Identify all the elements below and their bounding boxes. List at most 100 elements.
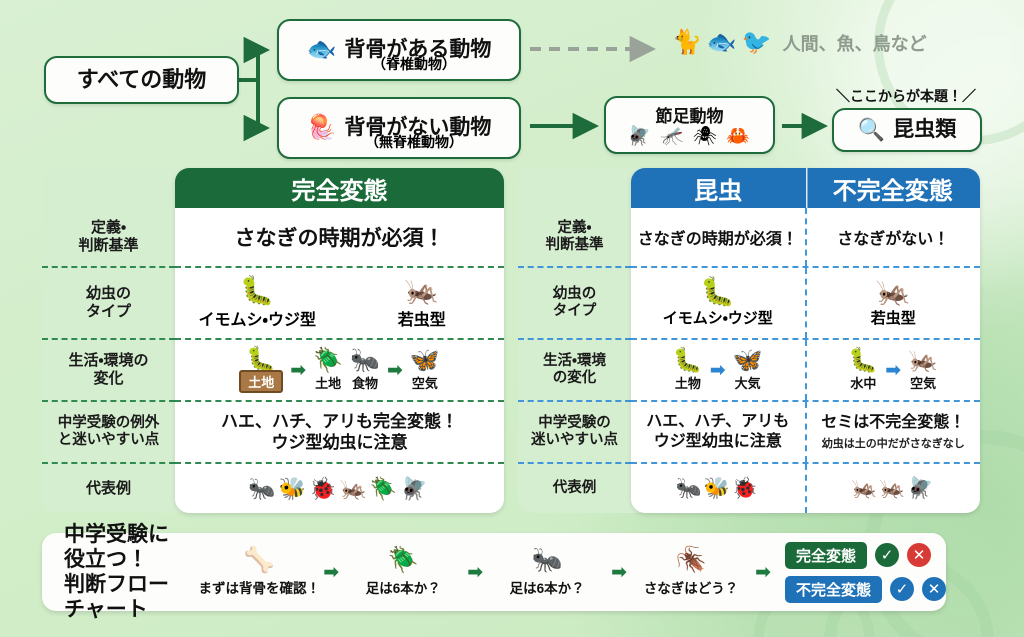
insects-callout-tag: ＼ここからが本題！／ <box>836 88 976 104</box>
note-main: セミは不完全変態！ <box>821 413 966 431</box>
node-arthropod[interactable]: 節足動物 🪰 🦟 🕷 🦀 <box>604 96 775 154</box>
larva-name: 若虫型 <box>870 310 916 327</box>
node-all-animals[interactable]: すべての動物 <box>44 56 239 104</box>
node-invertebrate[interactable]: 🪼 背骨がない動物 <box>277 97 521 159</box>
arrow-icon: ➡ <box>290 359 307 381</box>
larva-name: 若虫型 <box>397 311 446 329</box>
table-header-right: 昆虫 不完全変態 <box>631 168 980 208</box>
env-label: 水中 <box>850 376 877 392</box>
beetle-icon: 🪲 <box>313 346 344 374</box>
table-row: 🐛 イモムシ・ウジ型 🦗 若虫型 <box>631 266 980 338</box>
example-insect-icons: 🦗🦗🪰 <box>851 477 936 500</box>
flow-step-label: 足は6本か？ <box>509 580 585 596</box>
cell-definition-insect: さなぎの時期が必須！ <box>631 208 805 266</box>
cell-examples-incomplete: 🦗🦗🪰 <box>804 464 981 513</box>
row-label-column-right: 定義・判断基準 幼虫のタイプ 生活・環境の変化 中学受験の迷いやすい点 代表例 <box>518 208 631 513</box>
node-arthropod-title: 節足動物 <box>655 107 724 127</box>
cell-larva-incomplete: 🦗 若虫型 <box>804 268 981 338</box>
vertebrate-examples-label: 人間、魚、鳥など <box>782 33 927 54</box>
node-all-animals-label: すべての動物 <box>76 66 207 92</box>
row-label-examples: 代表例 <box>518 462 631 513</box>
example-insect-icons: 🐜🐝🐞🦗🪲🪰 <box>248 475 431 501</box>
cell-environment-incomplete: 🐛 水中 ➡ 🦗 空気 <box>804 340 981 400</box>
check-icon[interactable]: ✓ <box>875 543 899 567</box>
example-insect-icons: 🐜🐝🐞 <box>675 477 760 500</box>
check-icon[interactable]: ✓ <box>890 577 914 601</box>
cell-larva-nymph: 🦗 若虫型 <box>340 268 505 338</box>
environment-flow: 🐛 土物 ➡ 🦋 大気 <box>673 348 763 392</box>
table-card-left: 完全変態 さなぎの時期が必須！ 🐛 イモムシ・ウジ型 🦗 若虫型 <box>175 168 504 513</box>
jellyfish-icon: 🪼 <box>306 114 337 141</box>
fish-icon: 🐟 <box>706 29 737 56</box>
cell-definition-incomplete: さなぎがない！ <box>804 208 981 266</box>
metamorphosis-table-comparison: 定義・判断基準 幼虫のタイプ 生活・環境の変化 中学受験の迷いやすい点 代表例 … <box>518 168 980 513</box>
row-label-environment: 生活・環境の変化 <box>42 338 175 400</box>
env-stage: 🐛 土物 <box>673 348 703 392</box>
node-invertebrate-subtitle: （無脊椎動物） <box>365 134 463 150</box>
cell-notes-incomplete: セミは不完全変態！ 幼虫は土の中だがさなぎなし <box>804 402 981 462</box>
table-row: 🐜🐝🐞🦗🪲🪰 <box>175 462 504 513</box>
row-label-column-left: 定義・判断基準 幼虫のタイプ 生活・環境の変化 中学受験の例外と迷いやすい点 代… <box>42 208 175 513</box>
grasshopper-icon: 🦗 <box>404 274 440 306</box>
cross-icon[interactable]: ✕ <box>907 543 931 567</box>
row-label-larva-type: 幼虫のタイプ <box>42 266 175 338</box>
cell-examples-insect: 🐜🐝🐞 <box>631 464 805 513</box>
env-label: 空気 <box>910 376 937 392</box>
note-main: ハエ、ハチ、アリも ウジ型幼虫に注意 <box>646 412 790 450</box>
magnifier-icon: 🔍 <box>857 117 886 142</box>
vertebrate-examples: 🐈 🐟 🐦 人間、魚、鳥など <box>672 28 927 57</box>
arrow-icon: ➡ <box>323 561 340 583</box>
env-label: 土地 <box>315 376 342 392</box>
butterfly-icon: 🦋 <box>732 346 763 374</box>
flow-step-3[interactable]: 🐜 足は6本か？ <box>493 547 601 597</box>
node-vertebrate[interactable]: 🐟 背骨がある動物 <box>277 19 521 81</box>
caterpillar-icon: 🐛 <box>700 276 736 307</box>
node-insects[interactable]: 🔍 昆虫類 <box>832 108 982 152</box>
definition-text: さなぎの時期が必須！ <box>234 227 445 250</box>
cell-larva-insect: 🐛 イモムシ・ウジ型 <box>631 268 805 338</box>
metamorphosis-table-complete: 定義・判断基準 幼虫のタイプ 生活・環境の変化 中学受験の例外と迷いやすい点 代… <box>42 168 504 513</box>
grasshopper-icon: 🦗 <box>908 346 939 374</box>
row-label-examples: 代表例 <box>42 462 175 513</box>
env-label: 土物 <box>674 376 701 392</box>
flow-step-label: まずは背骨を確認！ <box>198 580 321 596</box>
ant-icon: 🐜 <box>531 546 563 575</box>
node-vertebrate-title: 背骨がある動物 <box>344 38 492 62</box>
row-label-larva-type: 幼虫のタイプ <box>518 266 631 338</box>
arrow-icon: ➡ <box>386 359 403 381</box>
cell-examples-left: 🐜🐝🐞🦗🪲🪰 <box>175 464 504 513</box>
arthropod-icons: 🪰 🦟 🕷 🦀 <box>627 126 752 148</box>
table-card-right: 昆虫 不完全変態 さなぎの時期が必須！ さなぎがない！ 🐛 イモムシ・ウジ型 🦗 <box>631 168 980 513</box>
cross-icon[interactable]: ✕ <box>922 577 946 601</box>
classification-flowchart: すべての動物 🐟 背骨がある動物 （脊椎動物） 🪼 背骨がない動物 （無脊椎動物… <box>0 0 1024 170</box>
env-stage: 🐜 食物 <box>350 348 380 392</box>
flow-step-4[interactable]: 🪳 さなぎはどう？ <box>637 547 745 597</box>
cell-exam-notes-left: ハエ、ハチ、アリも完全変態！ ウジ型幼虫に注意 <box>175 402 504 462</box>
env-stage: 🦗 空気 <box>908 348 938 392</box>
flowchart-steps: 🦴 まずは背骨を確認！ ➡ 🪲 足は6本か？ ➡ 🐜 足は6本か？ ➡ 🪳 さな… <box>199 547 771 597</box>
table-rows-left: さなぎの時期が必須！ 🐛 イモムシ・ウジ型 🦗 若虫型 🐛 <box>175 208 504 513</box>
env-stage: 🐛 土地 <box>239 346 284 393</box>
fish-icon: 🐟 <box>306 36 337 63</box>
flow-step-1[interactable]: 🦴 まずは背骨を確認！ <box>199 547 321 597</box>
larva-icon: 🐛 <box>848 346 879 374</box>
table-row: 🐜🐝🐞 🦗🦗🪰 <box>631 462 980 513</box>
env-label: 大気 <box>734 376 761 392</box>
table-row: ハエ、ハチ、アリも完全変態！ ウジ型幼虫に注意 <box>175 400 504 462</box>
arrow-icon: ➡ <box>885 359 902 381</box>
bottom-title: 中学受験に役立つ！ 判断フローチャート <box>64 522 169 622</box>
environment-flow: 🐛 土地 ➡ 🪲 土地 🐜 食物 ➡ <box>239 346 440 393</box>
cell-larva-caterpillar: 🐛 イモムシ・ウジ型 <box>175 268 340 338</box>
cell-environment-insect: 🐛 土物 ➡ 🦋 大気 <box>631 340 805 400</box>
flow-step-2[interactable]: 🪲 足は6本か？ <box>349 547 457 597</box>
cell-notes-insect: ハエ、ハチ、アリも ウジ型幼虫に注意 <box>631 402 805 462</box>
table-header-left: 完全変態 <box>175 168 504 208</box>
header-incomplete-metamorphosis: 不完全変態 <box>806 168 981 208</box>
definition-text: さなぎがない！ <box>837 231 950 248</box>
environment-flow: 🐛 水中 ➡ 🦗 空気 <box>848 348 938 392</box>
header-complete-metamorphosis: 完全変態 <box>291 177 388 205</box>
row-label-exam-notes: 中学受験の迷いやすい点 <box>518 400 631 462</box>
table-rows-right: さなぎの時期が必須！ さなぎがない！ 🐛 イモムシ・ウジ型 🦗 若虫型 <box>631 208 980 513</box>
cell-definition: さなぎの時期が必須！ <box>175 208 504 266</box>
caterpillar-icon: 🐛 <box>246 346 277 374</box>
